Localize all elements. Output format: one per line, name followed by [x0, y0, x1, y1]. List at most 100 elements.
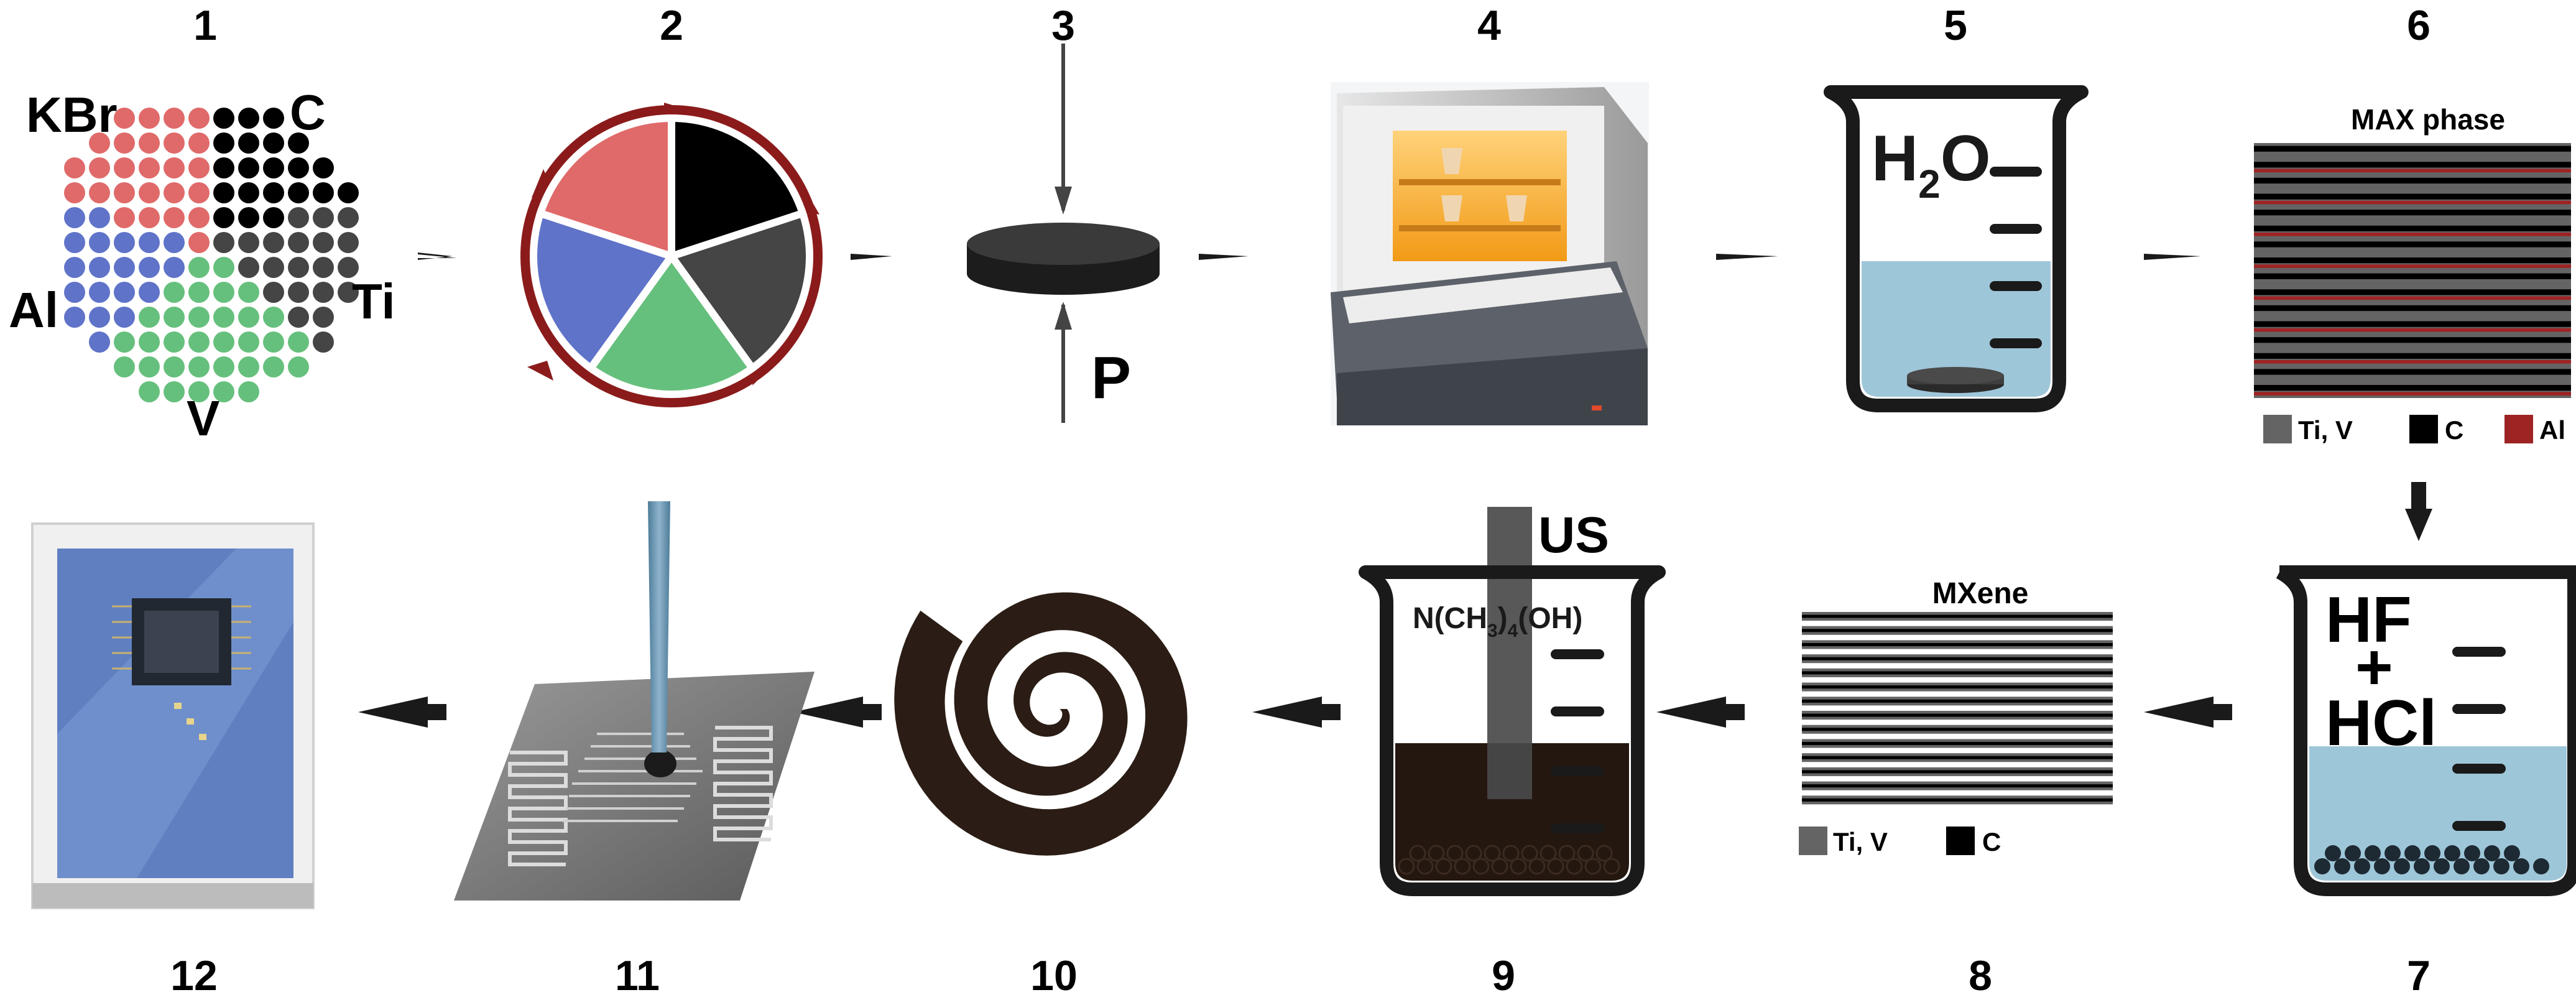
max-carbon-layer	[2254, 384, 2571, 391]
step-number-1: 1	[193, 2, 217, 49]
arrow-down-6-7	[2405, 482, 2432, 541]
step-number-2: 2	[660, 2, 683, 49]
max-carbon-layer	[2254, 321, 2571, 327]
sediment-particle	[1603, 858, 1620, 875]
powder-particle	[89, 307, 110, 328]
arrow-right-4-5	[1716, 254, 1778, 260]
crucible-3	[1506, 195, 1527, 221]
powder-particle	[164, 132, 185, 154]
max-al-layer	[2254, 169, 2571, 173]
powder-particle	[139, 307, 160, 328]
powder-particle	[164, 157, 185, 178]
arrow-left-11-12	[358, 697, 446, 728]
step-3-pressing: P	[967, 44, 1160, 423]
powder-particle	[288, 157, 309, 178]
powder-particle	[338, 257, 359, 278]
powder-particle	[164, 307, 185, 328]
sediment-particle	[1416, 858, 1434, 875]
powder-particle	[313, 257, 334, 278]
powder-particle	[89, 157, 110, 178]
max-carbon-layer	[2254, 225, 2571, 231]
sediment-particle	[2394, 858, 2410, 874]
board-smd-parts	[174, 703, 206, 740]
powder-particle	[238, 207, 259, 228]
formula-water: H2O	[1872, 123, 1991, 206]
step-11-chip-deposition	[454, 501, 815, 901]
max-carbon-layer	[2254, 146, 2571, 152]
powder-particles	[64, 108, 359, 402]
powder-particle	[263, 257, 284, 278]
max-carbon-layer	[2254, 257, 2571, 264]
sediment-particle	[1409, 845, 1426, 862]
max-al-layer	[2254, 360, 2571, 364]
sediment-particle	[1446, 845, 1464, 862]
mxene-carbon-layer	[1802, 798, 2113, 802]
water-fill	[1862, 261, 2051, 397]
furnace-chamber	[1393, 131, 1567, 261]
legend-swatch-tiv	[2263, 415, 2292, 443]
sediment-particle	[1595, 845, 1613, 862]
powder-particle	[263, 282, 284, 303]
step-1-powder-mixture: KBr C Al Ti V	[9, 85, 395, 446]
deposited-droplet	[644, 750, 676, 777]
max-carbon-layer	[2254, 353, 2571, 359]
pie-slices	[530, 114, 813, 398]
max-al-layer	[2254, 200, 2571, 205]
sediment-particle	[2334, 858, 2350, 874]
mxene-carbon-layer	[1802, 756, 2113, 759]
powder-particle	[139, 182, 160, 203]
powder-particle	[213, 331, 234, 353]
chip-contacts	[563, 733, 703, 822]
step-number-10: 10	[1030, 952, 1078, 999]
pie-slice-kbr	[535, 114, 675, 262]
powder-particle	[238, 108, 259, 129]
powder-particle	[238, 182, 259, 203]
acid-plus: +	[2355, 631, 2393, 703]
powder-particle	[114, 182, 135, 203]
sediment-particle	[2374, 858, 2390, 874]
sediment-particle	[2464, 845, 2480, 861]
max-carbon-layer	[2254, 162, 2571, 168]
powder-particle	[263, 307, 284, 328]
chip-meander-right	[713, 726, 773, 841]
board-leads	[112, 605, 251, 670]
arrow-right-3-4	[1199, 254, 1249, 260]
mxene-carbon-layer	[1802, 657, 2113, 660]
step-10-spiral	[894, 592, 1188, 856]
powder-particle	[164, 331, 185, 353]
legend-swatch-c	[2409, 415, 2438, 443]
max-carbon-layer	[2254, 177, 2571, 184]
crucible-1	[1441, 148, 1462, 174]
powder-particle	[188, 182, 210, 203]
powder-particle	[238, 307, 259, 328]
beaker-5-graduations	[1990, 167, 2042, 348]
max-carbon-layer	[2254, 369, 2571, 375]
mxene-carbon-layer	[1802, 713, 2113, 717]
powder-particle	[263, 157, 284, 178]
max-al-layer	[2254, 233, 2571, 236]
max-al-layer	[2254, 328, 2571, 332]
legend-swatch-al	[2504, 415, 2533, 443]
max-al-layer	[2254, 264, 2571, 268]
powder-particle	[139, 132, 160, 154]
powder-particle	[238, 331, 259, 353]
powder-particle	[188, 307, 210, 328]
powder-particle	[288, 232, 309, 253]
max-carbon-layer	[2254, 289, 2571, 295]
powder-particle	[64, 182, 85, 203]
powder-particle	[338, 232, 359, 253]
step-number-9: 9	[1492, 952, 1515, 999]
powder-particle	[213, 381, 234, 402]
max-carbon-layer	[2254, 210, 2571, 216]
mxene-title: MXene	[1932, 577, 2029, 610]
powder-particle	[164, 282, 185, 303]
sediment-particle	[1435, 858, 1452, 875]
sediment-particle	[1484, 845, 1501, 862]
arrow-left-9-10	[1252, 697, 1341, 728]
step-number-3: 3	[1051, 2, 1075, 49]
sediment-particle	[2365, 845, 2381, 861]
arrow-right-2-3	[851, 254, 892, 260]
powder-particle	[89, 132, 110, 154]
powder-particle	[288, 307, 309, 328]
powder-particle	[164, 381, 185, 402]
